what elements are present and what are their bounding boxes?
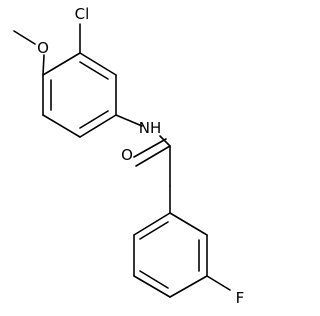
carbonyl-oxygen-label: O — [121, 146, 133, 164]
bond-ring2-a-inner — [139, 221, 169, 240]
amide-nitrogen-label: NH — [139, 119, 162, 137]
fluorine-label: F — [236, 289, 245, 307]
bond-c-o-2 — [133, 138, 167, 158]
chlorine-label: Cl — [75, 5, 90, 23]
bond-ring-n — [115, 114, 143, 127]
structure-diagram: Cl O NH O F — [13, 5, 244, 307]
bond-ring2-c — [133, 275, 171, 298]
bond-ring-f — [206, 275, 231, 291]
bond-c-o — [135, 145, 171, 167]
bond-ring1-e — [42, 114, 81, 138]
bond-ring2-d — [169, 275, 208, 298]
bond-n-c — [159, 135, 171, 147]
bond-ring1-b — [79, 52, 117, 76]
bond-ring1-d-inner — [79, 110, 109, 129]
bond-o-ring — [42, 54, 45, 76]
bond-ch3-o — [13, 30, 36, 45]
bond-ring2-c-inner — [139, 270, 169, 289]
bonds — [13, 23, 231, 298]
bond-ring1-b-inner — [79, 61, 109, 80]
methoxy-oxygen-label: O — [37, 39, 49, 57]
bond-ring2-f — [169, 212, 208, 236]
bond-ring2-a — [133, 212, 171, 236]
bond-ring1-a — [42, 52, 81, 76]
bond-ring1-d — [79, 114, 117, 138]
atom-labels: Cl O NH O F — [37, 5, 244, 307]
